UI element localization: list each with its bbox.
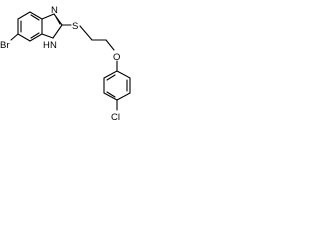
imidazole-ring [41, 13, 63, 39]
oxygen-label: O [113, 52, 120, 63]
nitrogen-bottom-label: N [50, 40, 57, 51]
benzene-ring-left [17, 11, 43, 42]
nitrogen-top-label: N [51, 5, 58, 16]
bromine-label: Br [0, 40, 10, 51]
structure-canvas: Br N H N S O Cl [0, 0, 160, 131]
nitrogen-h-label: H [43, 40, 50, 51]
chemical-structure: Br N H N S O Cl [0, 5, 131, 123]
ethyl-linker [79, 25, 115, 51]
chlorine-label: Cl [111, 112, 120, 123]
benzene-ring-bottom [103, 70, 131, 101]
sulfur-label: S [72, 21, 78, 32]
bromine-bond [10, 33, 19, 41]
